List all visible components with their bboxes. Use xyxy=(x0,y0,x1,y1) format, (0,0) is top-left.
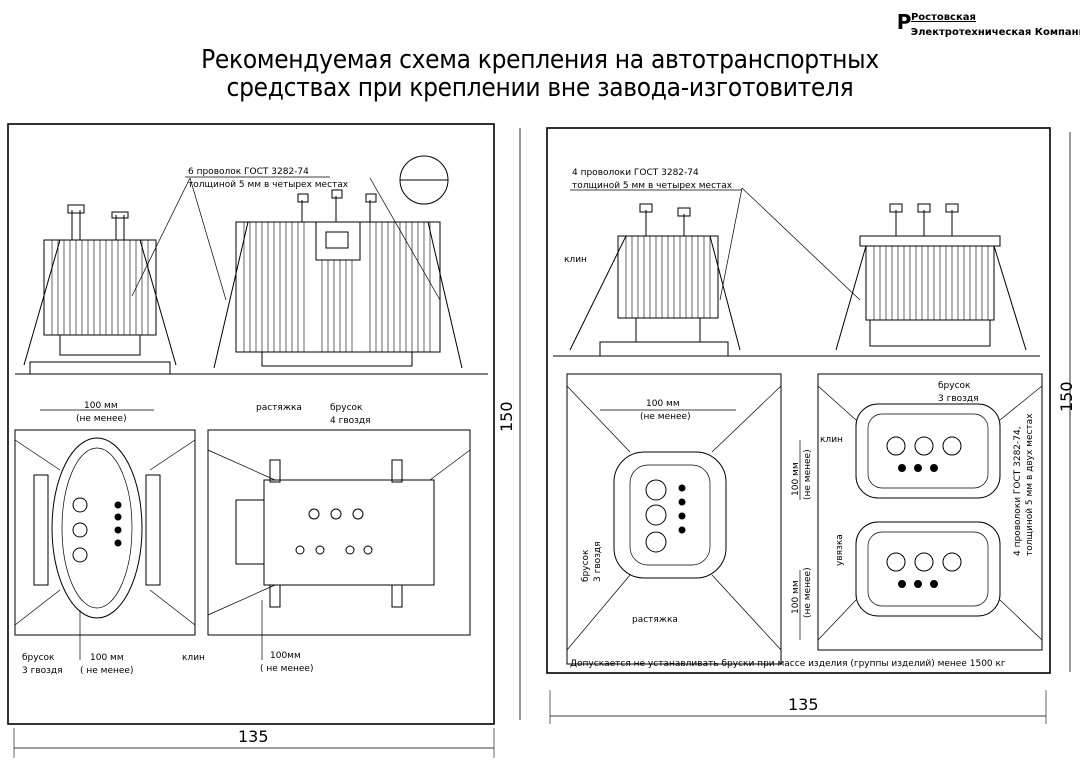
right-plan-double xyxy=(799,373,1043,651)
right-plan-single xyxy=(566,373,782,665)
wire-line xyxy=(23,239,61,366)
left-brace-label: растяжка xyxy=(256,403,302,413)
company-logo: РРостовская Электротехническая Компания xyxy=(896,10,1080,53)
left-plan-oval xyxy=(14,409,196,660)
bar-block xyxy=(391,584,403,608)
wire-line xyxy=(569,235,627,351)
nameplate-area xyxy=(315,221,361,261)
bar-block xyxy=(269,584,281,608)
logo-letter-r: Р xyxy=(896,10,912,34)
left-bar-label: брусок xyxy=(330,403,363,413)
right-wire-vert-2: толщиной 5 мм в двух местах xyxy=(1025,413,1035,556)
left-wedge-label: клин xyxy=(182,653,205,663)
left-width-dim: 135 xyxy=(238,727,269,746)
bar-right xyxy=(145,474,161,586)
right-dim-100-low: 100 мм xyxy=(791,580,801,614)
left-dim-100-top: 100 мм xyxy=(84,401,118,411)
page-title: Рекомендуемая схема крепления на автотра… xyxy=(0,46,1080,102)
wire-line xyxy=(709,235,741,351)
right-brace-label: растяжка xyxy=(632,615,678,625)
right-sheet xyxy=(546,127,1071,724)
bar-left xyxy=(33,474,49,586)
left-large-transformer xyxy=(206,155,470,375)
tank-plan xyxy=(51,437,143,619)
tank-plan-upper xyxy=(855,403,1001,499)
right-height-dim: 150 xyxy=(1057,381,1076,412)
platform xyxy=(599,341,729,357)
base xyxy=(59,334,141,356)
truck-bed-outline xyxy=(817,373,1043,651)
base xyxy=(261,351,413,367)
wire-line xyxy=(139,239,177,366)
right-dim-not-less-top: (не менее) xyxy=(640,412,691,422)
tank-plan xyxy=(263,479,435,586)
right-bar-label-left: брусок xyxy=(581,549,591,582)
left-dim-not-less-top: (не менее) xyxy=(76,414,127,424)
right-wide-transformer xyxy=(835,203,1027,351)
tank-body xyxy=(865,245,995,321)
wire-line xyxy=(993,245,1027,351)
tank-body xyxy=(235,221,441,353)
right-wire-vert-1: 4 проволоки ГОСТ 3282-74, xyxy=(1013,426,1023,556)
left-dim-not-less-bottom: ( не менее) xyxy=(80,666,133,676)
left-dim-not-less-right: ( не менее) xyxy=(260,664,313,674)
right-bar-nails-right: 3 гвоздя xyxy=(938,394,979,404)
truck-bed-outline xyxy=(14,429,196,636)
right-dim-100-top: 100 мм xyxy=(646,399,680,409)
right-wire-note-1: 4 проволоки ГОСТ 3282-74 xyxy=(572,168,699,178)
logo-line2: Электротехническая Компания xyxy=(910,27,1080,38)
right-dim-not-less-low: (не менее) xyxy=(803,567,813,618)
tank-plan-lower xyxy=(855,521,1001,617)
left-bar-nails-3: 3 гвоздя xyxy=(22,666,63,676)
right-bar-label-right: брусок xyxy=(938,381,971,391)
left-dim-100-right: 100мм xyxy=(270,651,301,661)
left-sheet xyxy=(7,123,521,758)
logo-line1: Ростовская xyxy=(910,12,976,23)
tank-plan xyxy=(613,451,727,579)
left-wire-note-1: 6 проволок ГОСТ 3282-74 xyxy=(188,167,309,177)
right-dim-not-less-mid: (не менее) xyxy=(803,449,813,500)
wire-line xyxy=(835,245,867,351)
left-sheet-frame xyxy=(7,123,495,725)
truck-bed-outline xyxy=(207,429,471,636)
bar-block xyxy=(269,459,281,483)
left-dim-100-bottom: 100 мм xyxy=(90,653,124,663)
bar-block xyxy=(391,459,403,483)
right-sheet-frame xyxy=(546,127,1051,674)
left-wire-note-2: толщиной 5 мм в четырех местах xyxy=(188,180,349,190)
left-height-dim: 150 xyxy=(497,401,516,432)
right-narrow-transformer xyxy=(569,203,741,357)
right-wedge-label-top: клин xyxy=(564,255,587,265)
title-line-1: Рекомендуемая схема крепления на автотра… xyxy=(201,45,879,75)
right-tie-label: увязка xyxy=(835,534,845,566)
right-wedge-label-right: клин xyxy=(820,435,843,445)
wire-line xyxy=(213,221,249,369)
truck-bed-outline xyxy=(566,373,782,665)
right-dim-100-mid: 100 мм xyxy=(791,462,801,496)
left-small-transformer xyxy=(23,204,177,375)
left-bar-label-bottom: брусок xyxy=(22,653,55,663)
left-plan-rect xyxy=(207,429,471,660)
left-bar-nails-4: 4 гвоздя xyxy=(330,416,371,426)
platform xyxy=(29,361,171,375)
right-width-dim: 135 xyxy=(788,695,819,714)
title-line-2: средствах при креплении вне завода-изгот… xyxy=(226,73,854,103)
right-bar-nails-left: 3 гвоздя xyxy=(593,541,603,582)
right-wire-note-2: толщиной 5 мм в четырех местах xyxy=(572,181,733,191)
right-note: Допускается не устанавливать бруски при … xyxy=(570,659,1006,669)
wire-line xyxy=(427,221,463,369)
